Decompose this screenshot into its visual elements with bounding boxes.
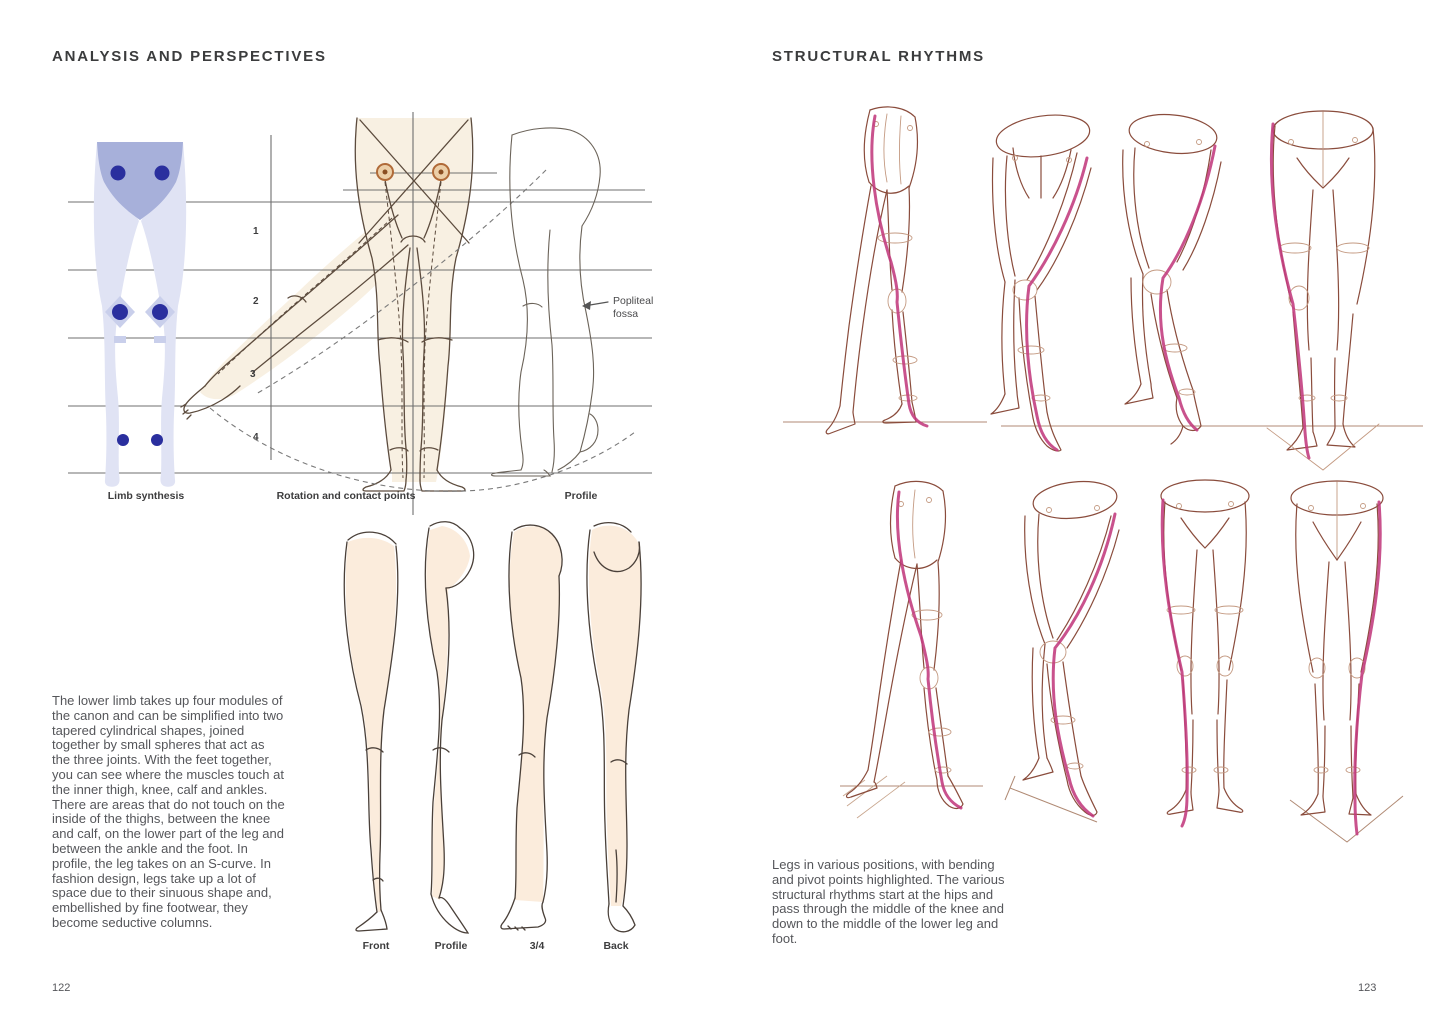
module-number-1: 1 [253, 226, 259, 237]
rhythm-sketch-bent-knee [1122, 113, 1222, 445]
ground-lines-top [783, 421, 1423, 427]
joint-spheres [110, 165, 170, 446]
rhythm-sketch-back-together [1289, 480, 1404, 843]
figure-rhythms-top-row [775, 98, 1430, 490]
popliteal-arrow [582, 301, 609, 310]
module-number-4: 4 [253, 432, 259, 443]
rotation-arcs [209, 169, 636, 492]
rhythms-top-svg [783, 106, 1423, 471]
fashion-leg-front [343, 531, 399, 932]
rhythm-sketch-walk-profile [840, 480, 983, 819]
fashion-leg-three-quarter [500, 524, 563, 931]
rhythm-sketch-crossed-point [990, 114, 1092, 452]
right-page-number: 123 [1358, 982, 1377, 994]
axis-dashed-lines [217, 181, 442, 479]
caption-limb-synthesis: Limb synthesis [107, 490, 185, 502]
hip-contact-points [376, 163, 450, 181]
fashion-leg-profile [424, 521, 475, 934]
left-page-number: 122 [52, 982, 71, 994]
figure-leg-analysis [60, 110, 668, 515]
rhythms-bottom-svg [840, 479, 1404, 843]
leg-analysis-svg [68, 112, 652, 515]
rotation-figure-fill [200, 118, 472, 482]
limb-synthesis-figure [93, 142, 187, 487]
rhythm-sketch-profile-step [825, 106, 929, 435]
caption-three-quarter: 3/4 [529, 940, 545, 952]
popliteal-fossa-label: Popliteal fossa [613, 295, 654, 320]
module-number-3: 3 [250, 369, 256, 380]
rhythm-sketch-front-together [1160, 479, 1250, 828]
rhythm-sketch-crossing-step [1004, 480, 1120, 823]
caption-rotation-contact: Rotation and contact points [276, 490, 416, 502]
caption-profile-bottom: Profile [434, 940, 468, 952]
left-body-text: The lower limb takes up four modules of … [52, 693, 285, 930]
right-caption-text: Legs in various positions, with bending … [772, 857, 1005, 946]
right-page-header: STRUCTURAL RHYTHMS [772, 48, 985, 65]
rhythm-sketch-front-quarter [1266, 110, 1380, 471]
profile-figure [490, 127, 609, 477]
fashion-legs-fill [345, 525, 642, 912]
figure-fashion-legs [332, 518, 668, 938]
module-number-2: 2 [253, 296, 259, 307]
caption-front: Front [362, 940, 390, 952]
left-page-header: ANALYSIS AND PERSPECTIVES [52, 48, 327, 65]
fashion-leg-back [586, 521, 642, 933]
caption-profile-top: Profile [564, 490, 598, 502]
rotation-figure [180, 117, 636, 492]
fashion-legs-svg [343, 521, 642, 934]
figure-rhythms-bottom-row [835, 470, 1425, 855]
caption-back: Back [603, 940, 629, 952]
